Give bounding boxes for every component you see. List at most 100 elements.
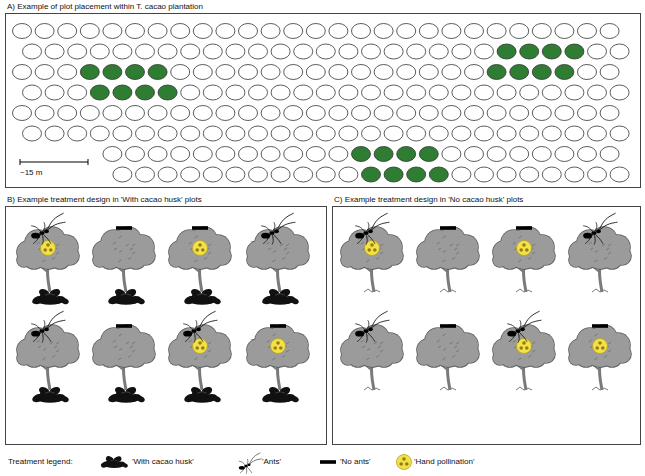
cacao-tree <box>90 44 109 59</box>
cacao-tree <box>216 106 235 121</box>
legend-text: 'Ants' <box>262 457 281 466</box>
cacao-tree <box>249 126 268 141</box>
cacao-tree <box>249 85 268 100</box>
cacao-tree <box>600 106 619 121</box>
treatment-panels <box>16 213 632 404</box>
cacao-tree <box>35 65 54 80</box>
cacao-tree <box>136 44 155 59</box>
cacao-tree <box>384 44 403 59</box>
cacao-tree <box>487 24 506 39</box>
cacao-tree <box>148 147 167 162</box>
ant-icon <box>583 213 617 245</box>
cacao-husk-pile <box>107 287 146 306</box>
cacao-tree <box>578 106 597 121</box>
plantation-grid <box>13 24 630 183</box>
panel-box: B) Example treatment design in 'With cac… <box>5 195 327 445</box>
plot-tree <box>487 65 506 80</box>
cacao-tree-icon <box>568 226 632 292</box>
cacao-husk-pile <box>183 385 222 404</box>
cacao-tree <box>136 126 155 141</box>
cacao-tree <box>294 126 313 141</box>
plot-tree <box>532 65 551 80</box>
cacao-tree <box>181 126 200 141</box>
scale-label: ~15 m <box>20 168 42 177</box>
panel-box: C) Example treatment design in 'No cacao… <box>332 195 641 445</box>
cacao-tree <box>588 126 607 141</box>
no-ants-bar <box>270 324 286 328</box>
cacao-tree <box>610 167 629 182</box>
cacao-tree <box>126 147 145 162</box>
cacao-tree <box>23 85 42 100</box>
cacao-tree <box>339 44 358 59</box>
cacao-tree <box>261 106 280 121</box>
panel-frame <box>332 206 641 445</box>
cacao-tree <box>362 85 381 100</box>
cacao-tree <box>306 147 325 162</box>
cacao-tree <box>271 126 290 141</box>
cacao-tree <box>555 147 574 162</box>
cacao-tree <box>429 126 448 141</box>
cacao-tree <box>306 65 325 80</box>
cacao-husk-pile <box>31 287 70 306</box>
cacao-tree <box>284 147 303 162</box>
cacao-tree <box>578 24 597 39</box>
plot-tree <box>126 65 145 80</box>
cacao-tree <box>158 126 177 141</box>
no-ants-bar <box>440 324 456 328</box>
cacao-tree <box>193 65 212 80</box>
cacao-tree <box>294 85 313 100</box>
ant-icon <box>355 311 389 343</box>
cacao-tree <box>600 65 619 80</box>
cacao-tree <box>80 106 99 121</box>
no-ants-bar <box>592 324 608 328</box>
cacao-tree <box>510 147 529 162</box>
cacao-tree <box>316 44 335 59</box>
plot-tree <box>158 85 177 100</box>
cacao-tree <box>35 24 54 39</box>
no-ants-bar <box>440 226 456 230</box>
cacao-tree <box>442 65 461 80</box>
plot-tree <box>148 65 167 80</box>
cacao-tree <box>306 24 325 39</box>
cacao-tree <box>158 44 177 59</box>
cacao-tree <box>203 126 222 141</box>
cacao-tree-icon <box>340 324 404 390</box>
cacao-tree-icon <box>492 324 556 390</box>
cacao-tree <box>339 126 358 141</box>
cacao-tree <box>216 24 235 39</box>
scale-bar <box>20 161 88 162</box>
legend-text: 'No ants' <box>340 457 371 466</box>
cacao-tree <box>475 167 494 182</box>
plot-tree <box>520 44 539 59</box>
cacao-tree <box>316 167 335 182</box>
cacao-tree <box>452 44 471 59</box>
cacao-tree <box>103 106 122 121</box>
cacao-tree <box>171 106 190 121</box>
plot-tree <box>352 147 371 162</box>
cacao-tree <box>249 167 268 182</box>
cacao-tree <box>419 24 438 39</box>
cacao-tree <box>13 65 32 80</box>
cacao-tree <box>465 106 484 121</box>
plot-tree <box>90 85 109 100</box>
cacao-tree <box>475 126 494 141</box>
cacao-tree <box>352 24 371 39</box>
cacao-tree <box>362 44 381 59</box>
cacao-tree <box>294 44 313 59</box>
cacao-tree <box>193 24 212 39</box>
ant-icon <box>261 213 295 245</box>
cacao-tree-icon <box>168 324 232 390</box>
cacao-tree <box>148 106 167 121</box>
cacao-tree <box>226 85 245 100</box>
cacao-tree <box>203 85 222 100</box>
cacao-husk-pile <box>31 385 70 404</box>
cacao-tree <box>329 65 348 80</box>
cacao-tree <box>45 85 64 100</box>
hand-pollination-icon <box>271 339 286 354</box>
cacao-tree <box>600 24 619 39</box>
cacao-tree <box>181 167 200 182</box>
scale-tick <box>88 159 89 165</box>
cacao-tree <box>271 44 290 59</box>
cacao-tree <box>520 167 539 182</box>
